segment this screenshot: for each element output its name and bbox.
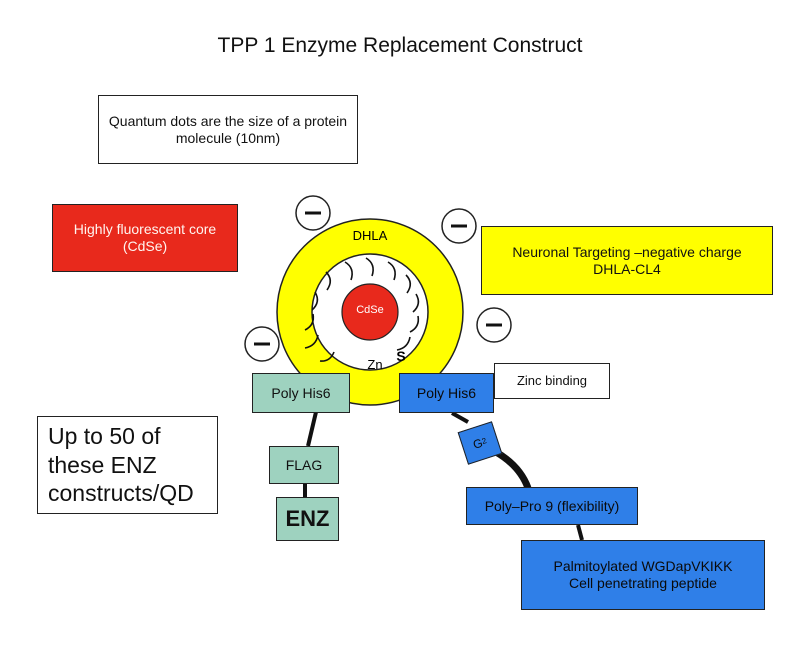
ligand-arcs	[304, 257, 420, 362]
size-note: Quantum dots are the size of a protein m…	[98, 95, 358, 164]
cdse-label: CdSe	[356, 304, 384, 316]
neuronal-targeting-label: Neuronal Targeting –negative charge DHLA…	[481, 226, 773, 295]
link-polypro-peptide	[576, 524, 584, 541]
zinc-binding-label: Zinc binding	[494, 363, 610, 399]
negative-charges	[244, 195, 512, 362]
cdse-core	[341, 283, 399, 341]
flag-tag: FLAG	[269, 446, 339, 484]
poly-his6-right: Poly His6	[399, 373, 494, 413]
enz-box: ENZ	[276, 497, 339, 541]
link-g2-polypro	[494, 448, 532, 490]
constructs-note: Up to 50 of these ENZ constructs/QD	[37, 416, 218, 514]
link-his-g2	[451, 411, 469, 424]
minus-signs	[254, 211, 502, 346]
cell-penetrating-peptide: Palmitoylated WGDapVKIKK Cell penetratin…	[521, 540, 765, 610]
s-label: S	[396, 348, 406, 364]
poly-pro9: Poly–Pro 9 (flexibility)	[466, 487, 638, 525]
fluorescent-core-label: Highly fluorescent core (CdSe)	[52, 204, 238, 272]
poly-his6-left: Poly His6	[252, 373, 350, 413]
link-his-flag	[306, 411, 318, 447]
zn-label: Zn	[367, 357, 383, 372]
diagram-title: TPP 1 Enzyme Replacement Construct	[217, 34, 583, 57]
dhla-label: DHLA	[352, 228, 388, 243]
